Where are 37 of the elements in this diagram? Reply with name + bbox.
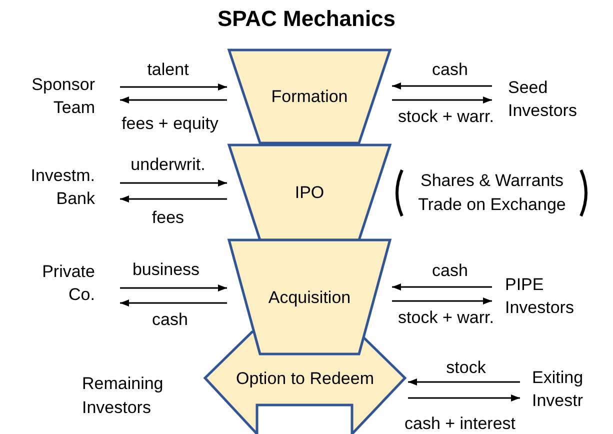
arrow <box>392 82 492 90</box>
edge-label: underwrit. <box>130 155 206 175</box>
arrow <box>120 300 227 306</box>
party-label: Exiting Investr <box>532 368 584 410</box>
title: SPAC Mechanics <box>216 6 397 32</box>
party-label: Seed Investors <box>508 78 577 120</box>
stage-label: Acquisition <box>268 286 351 308</box>
edge-label: stock + warr. <box>398 107 494 127</box>
arrow <box>120 96 227 104</box>
arrow <box>120 180 227 186</box>
arrow <box>392 298 492 304</box>
arrow <box>120 284 227 292</box>
arrow <box>408 394 520 402</box>
edge-label: talent <box>147 60 189 80</box>
party-label: Private Co. <box>42 262 95 304</box>
stage-label: IPO <box>294 182 324 204</box>
stage-label: Option to Redeem <box>236 368 374 390</box>
edge-label: cash + interest <box>404 414 516 434</box>
arrow <box>392 96 492 104</box>
arrow <box>408 378 520 386</box>
party-label: PIPE Investors <box>505 275 574 317</box>
arrow <box>392 284 492 290</box>
arrow <box>120 84 227 90</box>
edge-label: cash <box>152 310 188 330</box>
note-text: Shares & Warrants Trade on Exchange <box>417 170 567 216</box>
party-label: Investm. Bank <box>30 166 95 208</box>
edge-label: business <box>132 260 200 280</box>
edge-label: cash <box>432 261 468 281</box>
party-label: Remaining Investors <box>82 373 164 419</box>
edge-label: cash <box>432 60 468 80</box>
arrow <box>120 196 227 202</box>
edge-label: stock <box>446 358 486 378</box>
edge-label: fees + equity <box>122 114 218 134</box>
edge-label: fees <box>152 208 184 228</box>
edge-label: stock + warr. <box>398 308 494 328</box>
party-label: Sponsor Team <box>32 75 95 117</box>
stage-label: Formation <box>271 86 348 108</box>
